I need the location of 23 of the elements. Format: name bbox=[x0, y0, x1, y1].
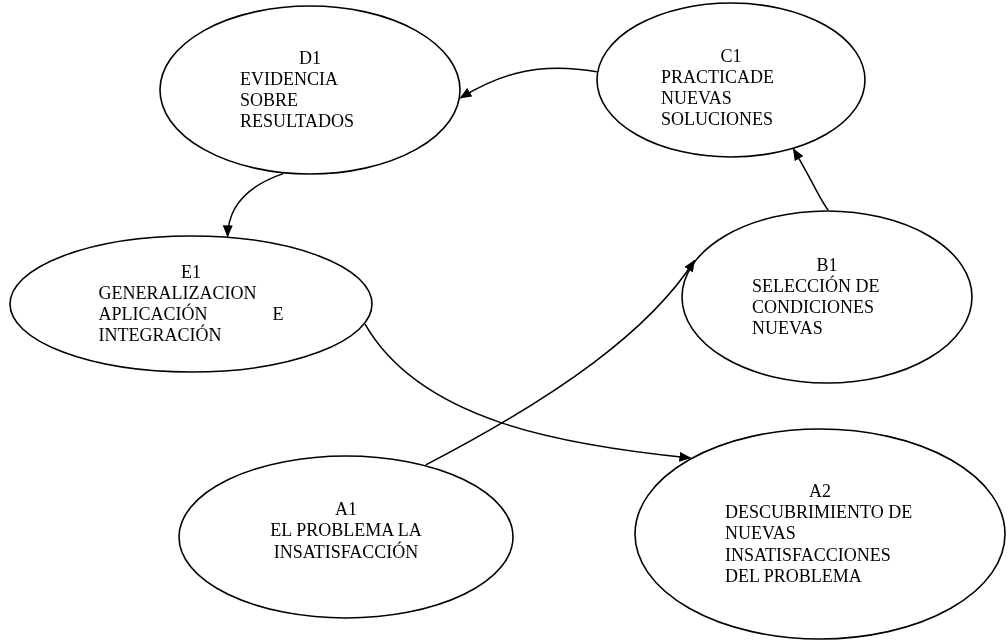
node-code: D1 bbox=[298, 47, 322, 69]
ellipse-node bbox=[159, 5, 461, 175]
node-label: SELECCIÓN DE CONDICIONES NUEVAS bbox=[752, 275, 881, 340]
node-code: B1 bbox=[815, 254, 839, 275]
ellipse-node bbox=[681, 210, 973, 384]
arrow bbox=[223, 172, 284, 238]
node-code: C1 bbox=[719, 45, 743, 67]
node-label: DESCUBRIMIENTO DE NUEVAS INSATISFACCIONES DEL PROBLEMA bbox=[725, 502, 914, 587]
arrow bbox=[459, 67, 598, 99]
node-label: GENERALIZACION APLICACIÓN E INTEGRACIÓN bbox=[98, 282, 284, 347]
node-code: E1 bbox=[180, 261, 202, 283]
ellipse-node bbox=[178, 455, 514, 619]
ellipse-node bbox=[634, 428, 1006, 640]
arrow bbox=[425, 259, 696, 466]
node-label: PRACTICADE NUEVAS SOLUCIONES bbox=[661, 66, 775, 131]
arrow bbox=[364, 323, 692, 462]
ellipse-node bbox=[9, 235, 373, 373]
node-label: EL PROBLEMA LA INSATISFACCIÓN bbox=[269, 520, 423, 563]
node-code: A2 bbox=[808, 481, 832, 503]
ellipse-node bbox=[596, 2, 866, 158]
arrow bbox=[792, 148, 829, 211]
node-code: A1 bbox=[334, 499, 358, 521]
node-label: EVIDENCIA SOBRE RESULTADOS bbox=[240, 68, 355, 133]
